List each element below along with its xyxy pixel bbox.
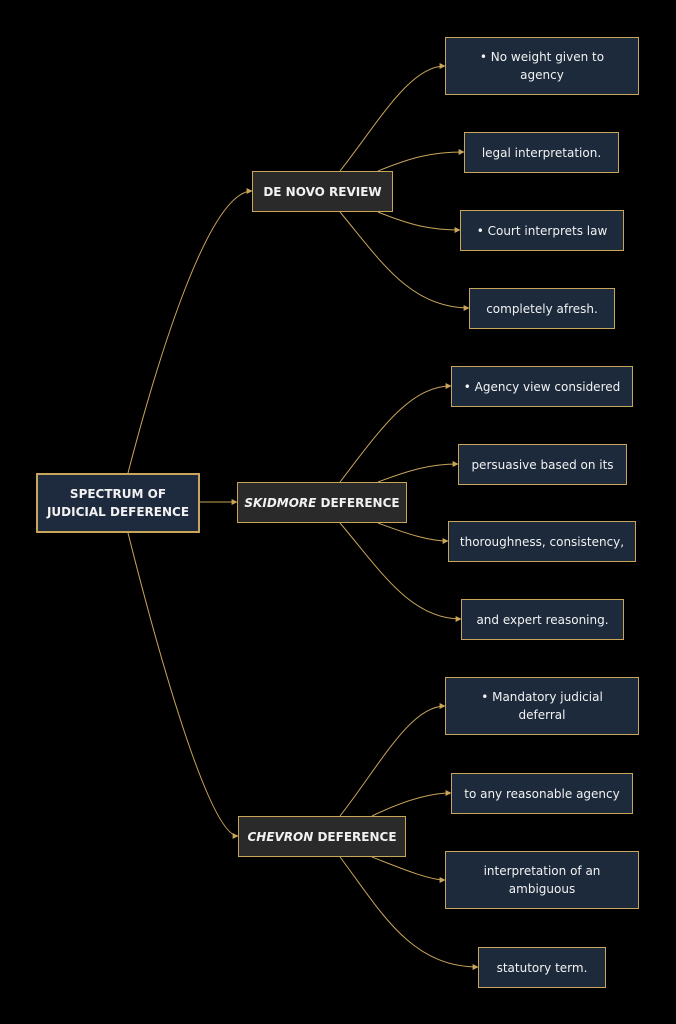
leaf-label: thoroughness, consistency, <box>459 534 625 549</box>
leaf-node: • No weight given to agency <box>445 37 639 95</box>
leaf-node: interpretation of an ambiguous <box>445 851 639 909</box>
branch-label: SKIDMORE DEFERENCE <box>244 494 399 512</box>
leaf-node: • Agency view considered <box>451 366 633 407</box>
edge-skidmore-leaf-1 <box>339 383 452 483</box>
edge-chevron-leaf-3 <box>371 856 446 883</box>
branch-skidmore-deference: SKIDMORE DEFERENCE <box>237 482 407 523</box>
leaf-label: legal interpretation. <box>481 145 602 160</box>
edge-de-novo-leaf-4 <box>339 211 470 311</box>
branch-chevron-deference: CHEVRON DEFERENCE <box>238 816 406 857</box>
branch-label-text: DEFERENCE <box>316 495 400 510</box>
leaf-label: completely afresh. <box>486 301 598 316</box>
leaf-node: to any reasonable agency <box>451 773 633 814</box>
branch-label-text: DE NOVO REVIEW <box>263 184 382 199</box>
edge-skidmore-leaf-4 <box>339 522 462 622</box>
branch-label: CHEVRON DEFERENCE <box>247 828 396 846</box>
leaf-label: • Court interprets law <box>476 223 608 238</box>
edge-chevron-leaf-2 <box>371 790 452 817</box>
edge-skidmore-leaf-3 <box>377 522 449 544</box>
leaf-node: persuasive based on its <box>458 444 627 485</box>
leaf-label: to any reasonable agency <box>464 786 620 801</box>
leaf-node: statutory term. <box>478 947 606 988</box>
leaf-node: completely afresh. <box>469 288 615 329</box>
edge-de-novo-leaf-1 <box>339 63 446 172</box>
leaf-label: interpretation of an ambiguous <box>483 864 601 896</box>
leaf-node: legal interpretation. <box>464 132 619 173</box>
edge-de-novo-leaf-2 <box>377 149 465 172</box>
branch-label-text: DEFERENCE <box>313 829 397 844</box>
leaf-label: • Mandatory judicial deferral <box>481 690 603 722</box>
leaf-label: persuasive based on its <box>471 457 614 472</box>
edge-skidmore-leaf-2 <box>377 461 459 483</box>
edge-de-novo-leaf-3 <box>377 211 461 233</box>
leaf-node: thoroughness, consistency, <box>448 521 636 562</box>
leaf-node: • Court interprets law <box>460 210 624 251</box>
edge-chevron-leaf-1 <box>339 703 446 817</box>
leaf-label: • Agency view considered <box>463 379 621 394</box>
leaf-label: and expert reasoning. <box>476 612 609 627</box>
leaf-label: statutory term. <box>496 960 588 975</box>
edge-root-chevron <box>127 532 239 839</box>
edge-root-de-novo <box>127 188 253 474</box>
branch-label-italic: SKIDMORE <box>244 495 317 510</box>
leaf-label: • No weight given to agency <box>479 50 605 82</box>
root-node-label: SPECTRUM OF JUDICIAL DEFERENCE <box>46 487 190 519</box>
leaf-node: • Mandatory judicial deferral <box>445 677 639 735</box>
branch-label: DE NOVO REVIEW <box>263 183 381 201</box>
edge-chevron-leaf-4 <box>339 856 479 970</box>
root-node: SPECTRUM OF JUDICIAL DEFERENCE <box>36 473 200 533</box>
branch-de-novo-review: DE NOVO REVIEW <box>252 171 393 212</box>
branch-label-italic: CHEVRON <box>247 829 314 844</box>
leaf-node: and expert reasoning. <box>461 599 624 640</box>
